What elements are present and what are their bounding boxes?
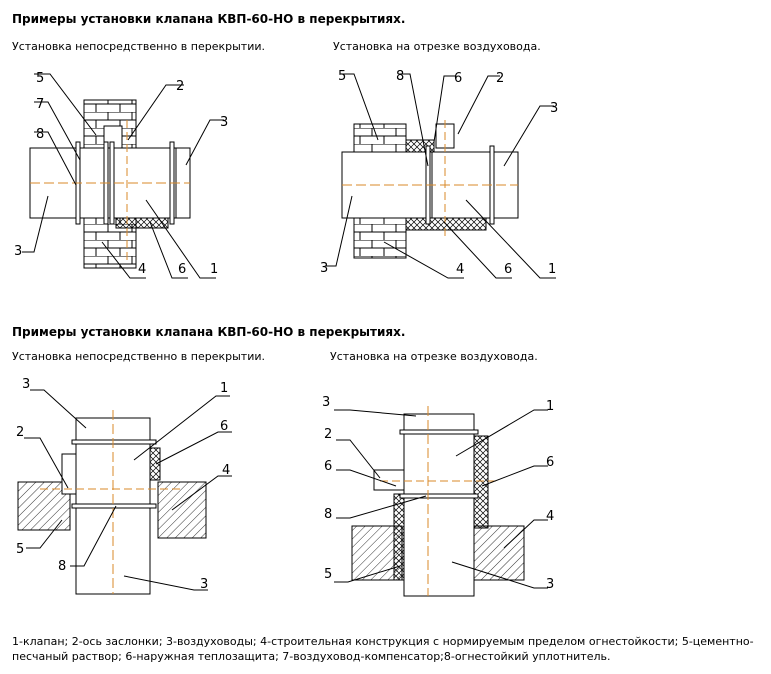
section1-caption-right: Установка на отрезке воздуховода. [333, 40, 541, 53]
callout-5: 5 [16, 542, 24, 557]
callout-3: 3 [546, 577, 554, 592]
flange [399, 429, 479, 435]
diagram-on-duct-section: 5 8 6 2 3 3 4 6 1 [320, 69, 558, 279]
insulation [115, 217, 169, 229]
callout-6: 6 [504, 262, 512, 277]
callout-3: 3 [322, 395, 330, 410]
diagram-floor-direct: 3 2 5 8 1 6 4 3 [16, 377, 232, 595]
callout-4: 4 [138, 262, 146, 277]
section1-title: Примеры установки клапана КВП-60-НО в пе… [12, 12, 406, 26]
flange [109, 141, 115, 225]
callout-2: 2 [176, 79, 184, 94]
callout-5: 5 [324, 567, 332, 582]
callout-3: 3 [200, 577, 208, 592]
callout-6: 6 [546, 455, 554, 470]
section2-title: Примеры установки клапана КВП-60-НО в пе… [12, 325, 406, 339]
callout-1: 1 [210, 262, 218, 277]
callout-2: 2 [496, 71, 504, 86]
callout-3: 3 [550, 101, 558, 116]
wall-upper [353, 123, 407, 153]
callout-7: 7 [36, 97, 44, 112]
callout-8: 8 [324, 507, 332, 522]
callout-1: 1 [548, 262, 556, 277]
callout-2: 2 [16, 425, 24, 440]
callout-1: 1 [220, 381, 228, 396]
callout-5: 5 [338, 69, 346, 84]
insulation [149, 447, 161, 481]
flange [399, 493, 479, 499]
callout-3: 3 [220, 115, 228, 130]
duct-left [29, 147, 109, 219]
callout-6: 6 [324, 459, 332, 474]
callout-8: 8 [36, 127, 44, 142]
duct-bottom [403, 497, 475, 597]
section2-caption-left: Установка непосредственно в перекрытии. [12, 350, 265, 363]
callout-6: 6 [454, 71, 462, 86]
callout-6: 6 [178, 262, 186, 277]
callout-1: 1 [546, 399, 554, 414]
callout-3: 3 [14, 244, 22, 259]
callout-8: 8 [396, 69, 404, 84]
valve-body [403, 433, 475, 495]
section2-caption-right: Установка на отрезке воздуховода. [330, 350, 538, 363]
callout-6: 6 [220, 419, 228, 434]
callout-2: 2 [324, 427, 332, 442]
insulation [473, 435, 489, 529]
flange [71, 503, 157, 509]
callout-4: 4 [222, 463, 230, 478]
callout-5: 5 [36, 71, 44, 86]
callout-3: 3 [320, 261, 328, 276]
callout-3: 3 [22, 377, 30, 392]
valve-axis-box [61, 453, 77, 495]
section1-caption-left: Установка непосредственно в перекрытии. [12, 40, 265, 53]
callout-8: 8 [58, 559, 66, 574]
flange [71, 439, 157, 445]
callout-4: 4 [456, 262, 464, 277]
wall-lower [353, 217, 407, 259]
floor-slab-left [17, 481, 71, 531]
floor-slab-right [473, 525, 525, 581]
legend-text: 1-клапан; 2-ось заслонки; 3-воздуховоды;… [12, 635, 754, 663]
diagram-wall-direct: 5 7 8 3 2 3 4 6 1 [14, 71, 228, 279]
diagram-floor-duct-section: 3 2 6 8 5 1 6 4 3 [322, 395, 554, 597]
callout-4: 4 [546, 509, 554, 524]
